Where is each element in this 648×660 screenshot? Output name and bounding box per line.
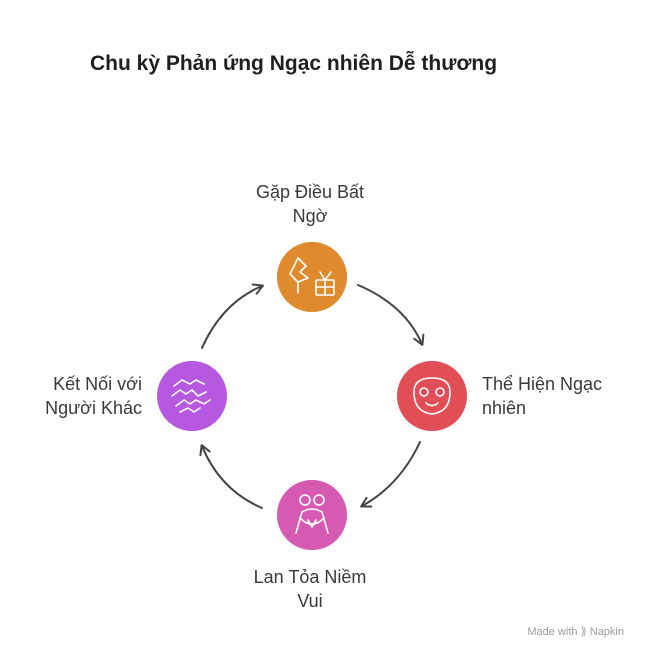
node-bottom (277, 480, 347, 550)
node-left-label: Kết Nối với Người Khác (12, 372, 142, 420)
node-right-label-line1: Thể Hiện Ngạc (482, 374, 603, 394)
node-bottom-label-line2: Vui (297, 591, 323, 611)
node-top (277, 242, 347, 312)
node-left-label-line2: Người Khác (45, 398, 142, 418)
node-right-circle (397, 361, 467, 431)
node-left (157, 361, 227, 431)
node-top-circle (277, 242, 347, 312)
node-top-label-line1: Gặp Điều Bất (255, 182, 365, 202)
handshake-icon (171, 379, 211, 413)
watermark-prefix: Made with (527, 626, 578, 638)
napkin-watermark[interactable]: Made with ⟫ Napkin (527, 625, 624, 638)
arrow-bottom-to-left (199, 444, 263, 509)
arrow-left-to-top (201, 283, 264, 349)
node-bottom-label-line1: Lan Tỏa Niềm (253, 567, 367, 587)
node-top-label: Gặp Điều Bất Ngờ (210, 180, 410, 228)
node-right-label-line2: nhiên (482, 398, 527, 418)
diagram-title: Chu kỳ Phản ứng Ngạc nhiên Dễ thương (90, 52, 498, 75)
arrow-top-to-right (357, 284, 425, 346)
node-bottom-circle (277, 480, 347, 550)
node-right (397, 361, 467, 431)
watermark-brand: Napkin (589, 626, 624, 638)
smiling-face-icon (413, 377, 451, 415)
arrow-right-to-bottom (360, 441, 421, 508)
node-left-circle (157, 361, 227, 431)
node-bottom-label: Lan Tỏa Niềm Vui (210, 565, 410, 613)
hugging-people-icon (295, 494, 329, 534)
node-top-label-line2: Ngờ (292, 206, 328, 226)
node-right-label: Thể Hiện Ngạc nhiên (482, 372, 642, 420)
gift-surprise-icon (289, 257, 335, 296)
node-left-label-line1: Kết Nối với (53, 374, 142, 394)
napkin-logo-icon: ⟫ (580, 626, 587, 638)
